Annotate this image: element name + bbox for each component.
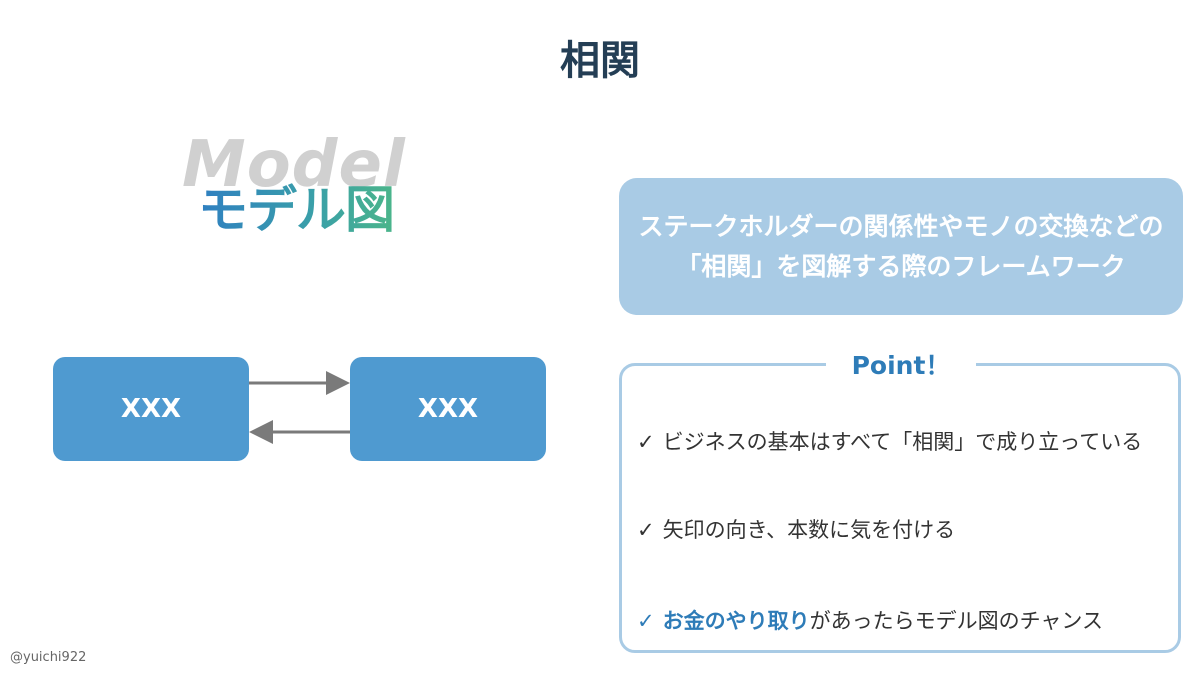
diagram-box-right: XXX [350,357,546,461]
model-heading: Model モデル図 [180,128,440,239]
summary-banner: ステークホルダーの関係性やモノの交換などの 「相関」を図解する際のフレームワーク [619,178,1183,315]
point-item-text: ビジネスの基本はすべて「相関」で成り立っている [662,430,1143,454]
point-item-2: ✓ 矢印の向き、本数に気を付ける [637,514,955,544]
model-heading-text: モデル図 [198,170,395,242]
point-item-text: があったらモデル図のチャンス [809,609,1103,633]
check-icon: ✓ [637,609,655,633]
point-item-emphasis: お金のやり取り [662,609,810,633]
check-icon: ✓ [637,518,655,542]
page-title: 相関 [560,38,640,84]
point-label: Point！ [826,348,976,384]
diagram-arrows [249,371,350,444]
author-credit: @yuichi922 [10,650,87,665]
point-item-3: ✓ お金のやり取りがあったらモデル図のチャンス [637,605,1103,635]
diagram-box-left: XXX [53,357,249,461]
point-item-1: ✓ ビジネスの基本はすべて「相関」で成り立っている [637,426,1142,456]
check-icon: ✓ [637,430,655,454]
summary-line-1: ステークホルダーの関係性やモノの交換などの [638,211,1164,241]
model-watermark-text: Model [182,128,406,202]
summary-line-2: 「相関」を図解する際のフレームワーク [676,251,1126,281]
point-item-text: 矢印の向き、本数に気を付ける [662,518,956,542]
